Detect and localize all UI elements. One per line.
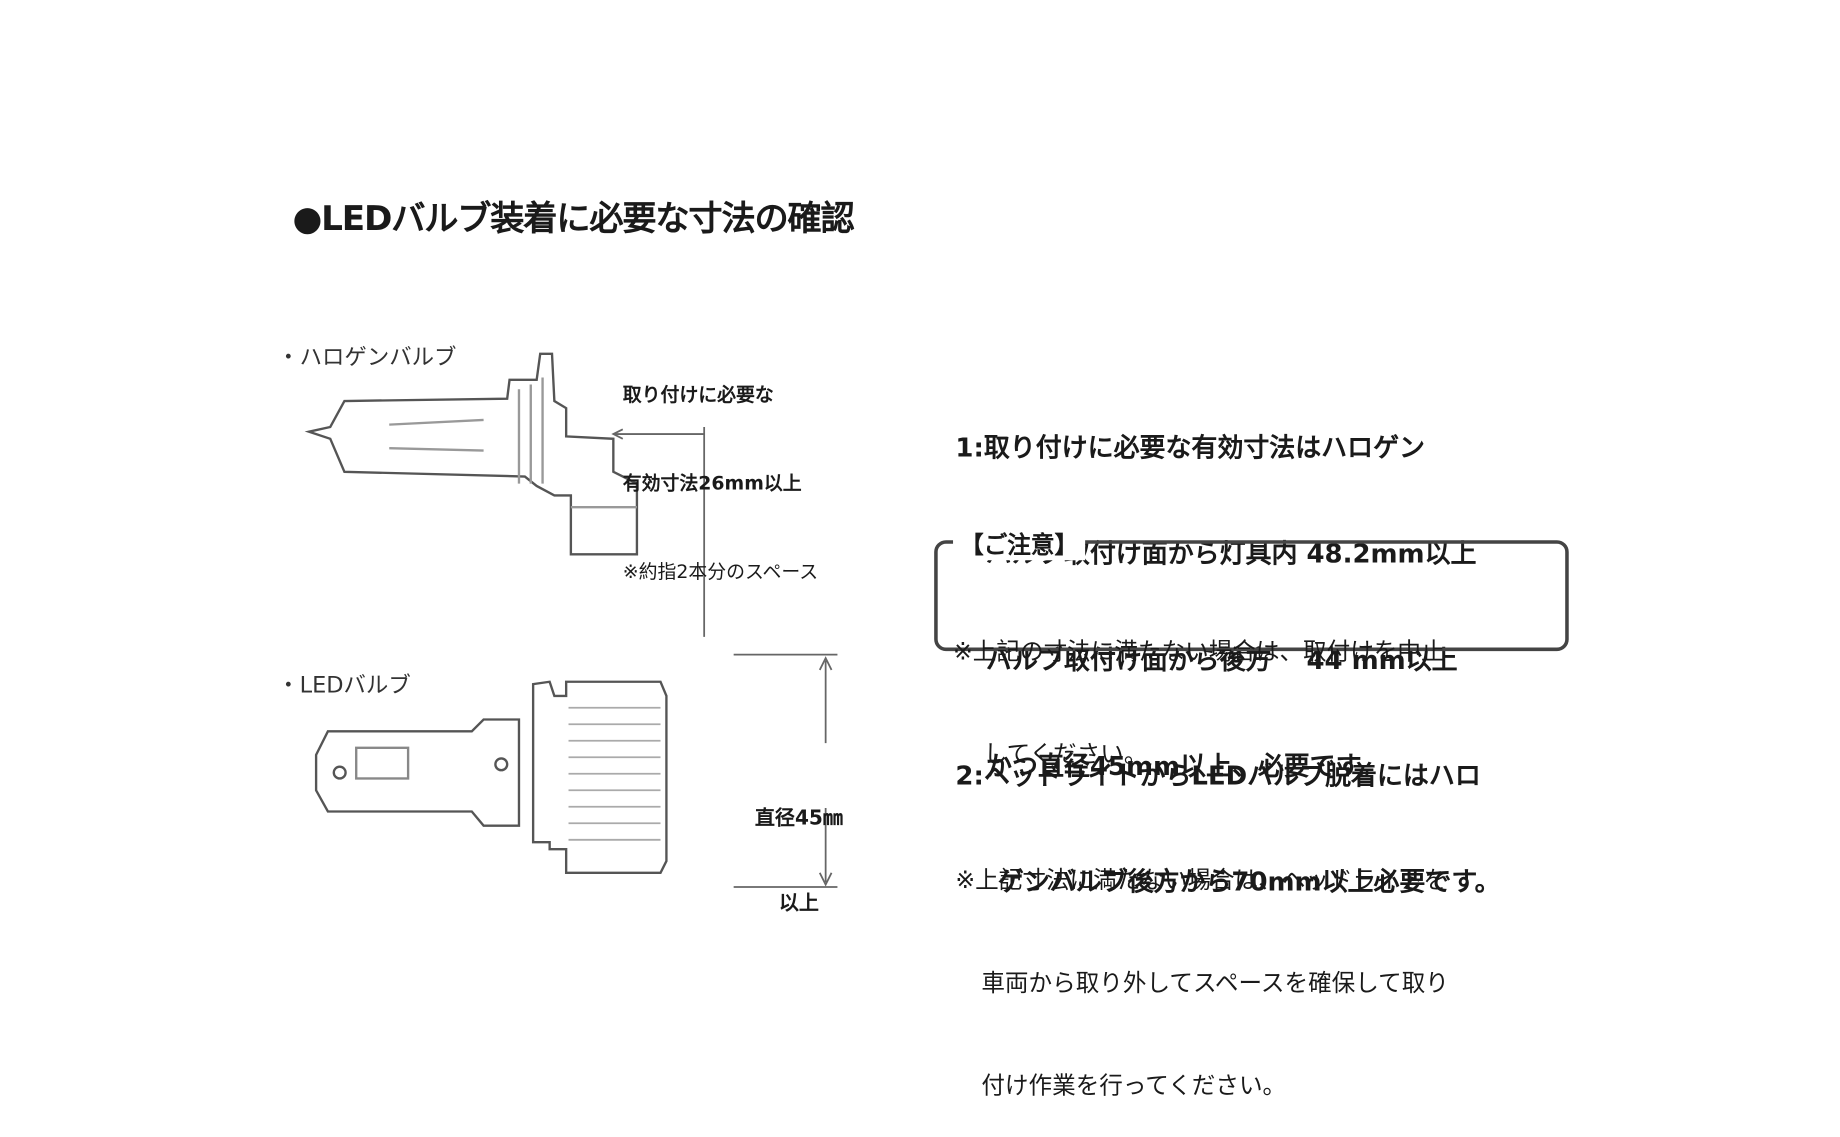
requirement-line: 2:ヘッドライトからLEDバルブ脱着にはハロ bbox=[955, 761, 1481, 792]
requirement-2: 2:ヘッドライトからLEDバルブ脱着にはハロ ゲンバルブ後方から70mm以上必要… bbox=[955, 689, 1500, 937]
caution-line: ※上記の寸法に満たない場合は、取付けを中止 bbox=[953, 636, 1445, 666]
diameter-dimension-lines bbox=[733, 653, 838, 888]
annotation-line: 有効寸法26mm以上 bbox=[622, 471, 802, 495]
requirement-1: 1:取り付けに必要な有効寸法はハロゲン バルブ取付け面から灯具内 48.2mm以… bbox=[955, 361, 1476, 821]
diameter-value: 直径45㎜ bbox=[754, 806, 843, 831]
led-bulb-label: ・LEDバルブ bbox=[277, 672, 411, 699]
clearance-annotation: 取り付けに必要な 有効寸法26mm以上 ※約指2本分のスペース bbox=[623, 321, 818, 616]
caution-title: 【ご注意】 bbox=[953, 526, 1086, 561]
caution-text: ※上記の寸法に満たない場合は、取付けを中止 してください。 bbox=[953, 566, 1445, 805]
note-line: 付け作業を行ってください。 bbox=[981, 1070, 1287, 1100]
halogen-dimension-lines bbox=[611, 426, 706, 637]
removal-note: ※上記寸法に満たない場合は、ヘッドライトを 車両から取り外してスペースを確保して… bbox=[955, 795, 1449, 1137]
requirement-line: バルブ取付け面から後方 44 mm以上 bbox=[986, 646, 1458, 676]
led-bulb-illustration bbox=[314, 680, 668, 875]
annotation-line: ※約指2本分のスペース bbox=[622, 560, 819, 583]
requirement-line: かつ直径45mm以上、必要です。 bbox=[986, 752, 1386, 783]
page-title: ●LEDバルブ装着に必要な寸法の確認 bbox=[292, 198, 855, 239]
halogen-bulb-illustration bbox=[304, 352, 639, 556]
annotation-line: 取り付けに必要な bbox=[622, 383, 774, 406]
bulb-diagram bbox=[304, 352, 838, 888]
halogen-bulb-label: ・ハロゲンバルブ bbox=[277, 344, 457, 371]
note-line: 車両から取り外してスペースを確保して取り bbox=[981, 968, 1449, 997]
caution-box bbox=[934, 540, 1569, 652]
diameter-suffix: 以上 bbox=[778, 891, 819, 916]
caution-line: してください。 bbox=[983, 739, 1148, 768]
requirement-line: ゲンバルブ後方から70mm以上必要です。 bbox=[997, 868, 1501, 898]
diameter-label: 直径45㎜ 以上 bbox=[755, 748, 843, 946]
requirement-line: 1:取り付けに必要な有効寸法はハロゲン bbox=[955, 434, 1425, 464]
note-line: ※上記寸法に満たない場合は、ヘッドライトを bbox=[955, 865, 1447, 895]
